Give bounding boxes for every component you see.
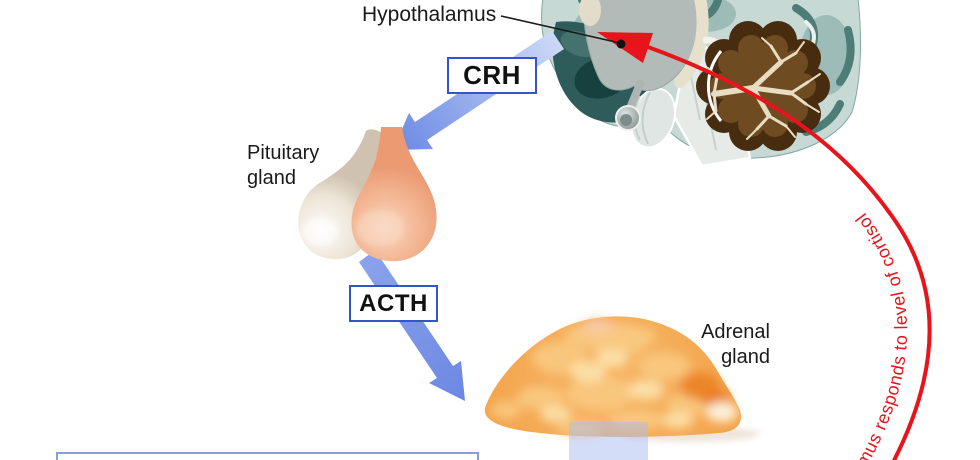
acth-box: ACTH: [349, 285, 438, 322]
adrenal-label-line2: gland: [721, 346, 770, 368]
bottom-panel: [56, 452, 479, 460]
pointer-line: [500, 15, 621, 44]
pituitary-label: Pituitary gland: [247, 141, 319, 191]
corpus-callosum-band: [674, 0, 709, 88]
pituitary-label-line2: gland: [247, 167, 296, 189]
hypothalamus-label: Hypothalamus: [362, 3, 497, 26]
descending-arrow-stub: [569, 422, 648, 460]
cream-blob: [579, 0, 601, 26]
cerebellum-edge-gap: [707, 50, 723, 122]
hypothalamus-pointer: [500, 15, 626, 49]
adrenal-label: Adrenal gland: [650, 320, 770, 370]
crh-box: CRH: [447, 57, 537, 94]
adrenal-gland-illustration: [484, 316, 760, 460]
front-lobe-highlight: [356, 210, 404, 246]
acth-label: ACTH: [359, 289, 428, 317]
pituitary-gland-illustration: [298, 127, 437, 262]
cerebellum: [696, 21, 830, 151]
pituitary-bulb-core: [620, 114, 632, 126]
pituitary-label-line1: Pituitary: [247, 142, 320, 164]
acth-arrow: [359, 250, 465, 401]
pointer-dot: [616, 39, 626, 49]
brain-illustration: [541, 0, 861, 168]
pituitary-stalk: [626, 80, 644, 112]
back-lobe-highlight: [302, 218, 338, 246]
feedback-arc: [647, 45, 932, 460]
feedback-arrowhead: [597, 32, 653, 63]
crh-label: CRH: [463, 60, 521, 90]
adrenal-label-line1: Adrenal: [701, 321, 770, 343]
feedback-arc-text: mus responds to level of cortisol: [851, 209, 911, 460]
